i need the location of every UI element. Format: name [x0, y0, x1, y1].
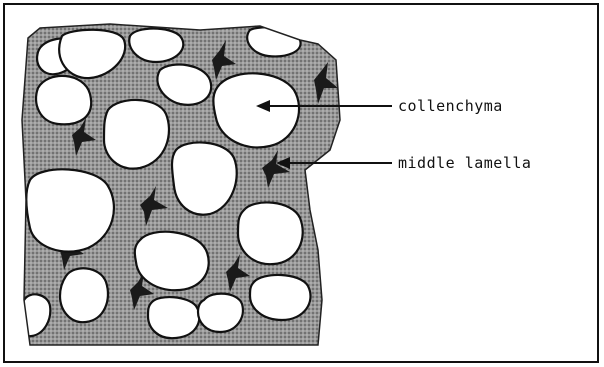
tissue-section: [18, 20, 350, 350]
cell-lumen: [104, 100, 169, 169]
middle-lamella-label: middle lamella: [398, 154, 531, 172]
cell-lumen: [148, 297, 199, 338]
cell-lumen: [238, 202, 303, 264]
cell-lumen: [129, 29, 183, 63]
cell-lumen: [135, 232, 209, 291]
cell-lumen: [172, 142, 237, 214]
collenchyma-cell: [213, 73, 299, 147]
cell-lumen: [250, 275, 310, 320]
cell-lumen: [198, 294, 243, 332]
cell-lumen: [26, 169, 114, 251]
cell-lumen: [36, 76, 91, 124]
cell-lumen: [60, 268, 108, 322]
collenchyma-label: collenchyma: [398, 97, 503, 115]
